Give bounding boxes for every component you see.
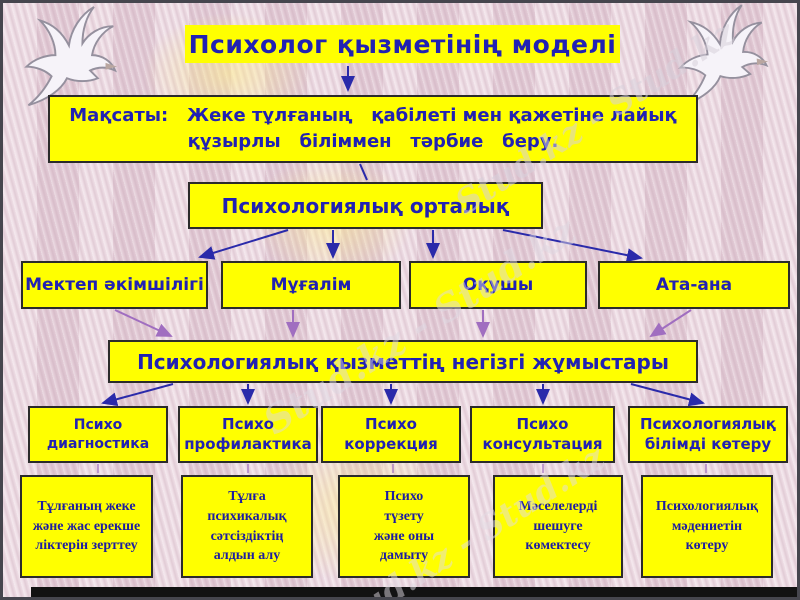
participant-teacher: Мұғалім	[221, 261, 401, 309]
dove-icon	[24, 6, 118, 107]
bottom-border-bar	[31, 587, 797, 597]
psychological-center-box: Психологиялық орталық	[188, 182, 543, 229]
main-activities-box: Психологиялық қызметтің негізгі жұмыстар…	[108, 340, 698, 383]
page-title: Психолог қызметінің моделі	[185, 25, 620, 63]
goal-box: Мақсаты: Жеке тұлғаның қабілеті мен қаже…	[48, 95, 698, 163]
participant-parents: Ата-ана	[598, 261, 790, 309]
participant-school-administration: Мектеп әкімшілігі	[21, 261, 208, 309]
participant-student: Оқушы	[409, 261, 587, 309]
dove-icon	[678, 4, 769, 106]
